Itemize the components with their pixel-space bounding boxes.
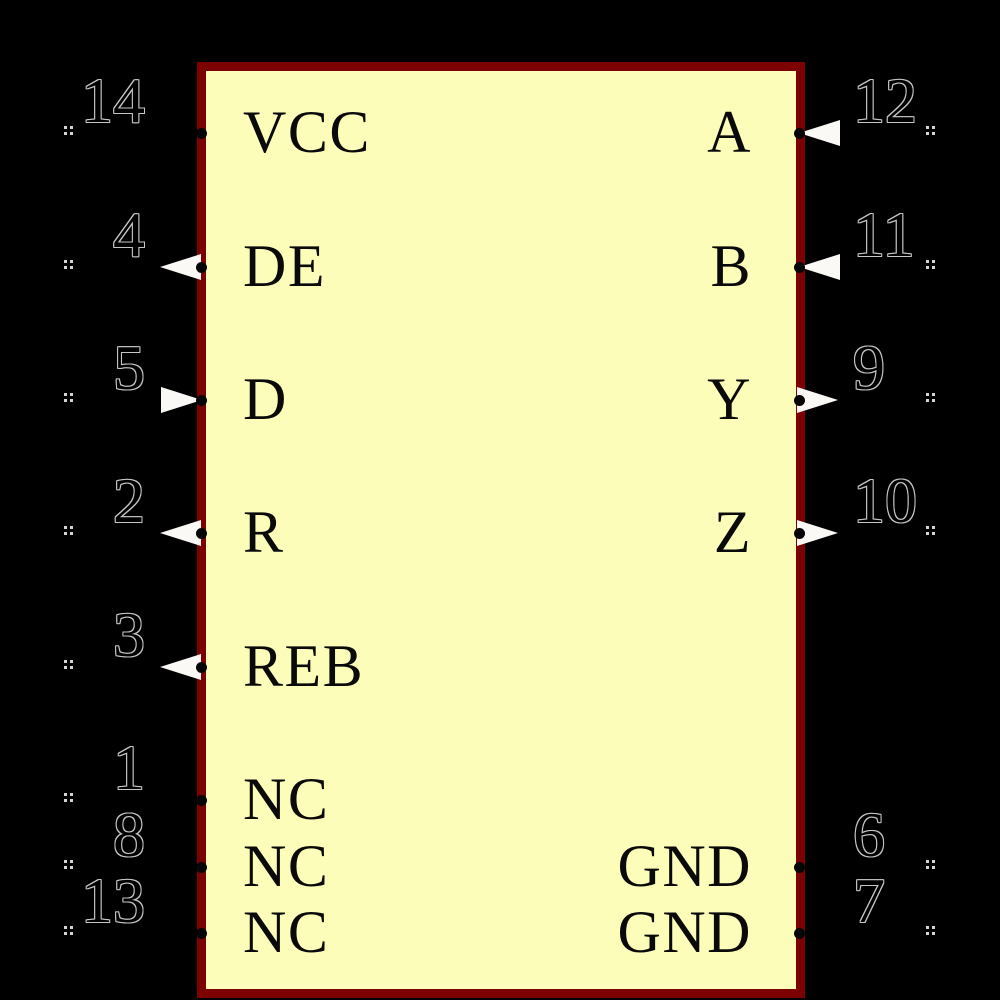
pin-number: 8	[113, 799, 145, 870]
pin-endpoint-marker	[64, 126, 67, 129]
pin-connection-dot	[794, 528, 805, 539]
pin-arrow-icon	[161, 387, 202, 413]
pin-endpoint-marker	[926, 526, 929, 529]
pin-wire[interactable]	[805, 399, 930, 402]
pin-arrow-icon	[160, 254, 201, 280]
pin-arrow-icon	[160, 654, 201, 680]
pin-arrow-icon	[799, 254, 840, 280]
pin-connection-dot	[196, 395, 207, 406]
pin-wire[interactable]	[805, 132, 930, 135]
pin-label: R	[243, 499, 285, 565]
pin-endpoint-marker	[926, 126, 929, 129]
pin-wire[interactable]	[70, 266, 197, 269]
pin-endpoint-marker	[64, 660, 67, 663]
pin-endpoint-marker	[926, 393, 929, 396]
pin-endpoint-marker	[64, 860, 67, 863]
pin-connection-dot	[794, 128, 805, 139]
pin-wire[interactable]	[70, 866, 197, 869]
pin-wire[interactable]	[805, 866, 930, 869]
pin-endpoint-marker	[64, 393, 67, 396]
pin-connection-dot	[196, 528, 207, 539]
pin-connection-dot	[794, 262, 805, 273]
pin-label: Y	[707, 366, 752, 432]
pin-connection-dot	[196, 262, 207, 273]
pin-label: D	[243, 366, 288, 432]
pin-wire[interactable]	[805, 932, 930, 935]
pin-label: DE	[243, 233, 326, 299]
pin-number: 13	[81, 865, 145, 936]
pin-arrow-icon	[160, 520, 201, 546]
pin-wire[interactable]	[70, 932, 197, 935]
pin-number: 14	[81, 65, 145, 136]
pin-wire[interactable]	[70, 399, 197, 402]
pin-label: GND	[617, 833, 752, 899]
pin-endpoint-marker	[64, 526, 67, 529]
pin-number: 12	[853, 65, 917, 136]
pin-number: 2	[113, 465, 145, 536]
pin-connection-dot	[196, 862, 207, 873]
pin-label: VCC	[243, 99, 371, 165]
pin-number: 4	[113, 199, 145, 270]
pin-connection-dot	[196, 662, 207, 673]
pin-number: 1	[113, 732, 145, 803]
pin-connection-dot	[794, 862, 805, 873]
pin-label: NC	[243, 833, 330, 899]
pin-wire[interactable]	[805, 532, 930, 535]
pin-connection-dot	[196, 795, 207, 806]
pin-endpoint-marker	[926, 260, 929, 263]
pin-number: 3	[113, 599, 145, 670]
pin-label: REB	[243, 633, 365, 699]
pin-number: 11	[853, 199, 915, 270]
pin-endpoint-marker	[926, 926, 929, 929]
pin-number: 9	[853, 332, 885, 403]
pin-label: NC	[243, 766, 330, 832]
pin-wire[interactable]	[70, 666, 197, 669]
pin-endpoint-marker	[64, 926, 67, 929]
pin-arrow-icon	[799, 120, 840, 146]
pin-connection-dot	[794, 395, 805, 406]
pin-connection-dot	[196, 928, 207, 939]
pin-label: B	[710, 233, 752, 299]
pin-label: GND	[617, 899, 752, 965]
pin-number: 5	[113, 332, 145, 403]
pin-wire[interactable]	[805, 266, 930, 269]
pin-label: NC	[243, 899, 330, 965]
pin-endpoint-marker	[926, 860, 929, 863]
pin-label: A	[707, 99, 752, 165]
pin-number: 7	[853, 865, 885, 936]
pin-connection-dot	[794, 928, 805, 939]
pin-connection-dot	[196, 128, 207, 139]
pin-endpoint-marker	[64, 260, 67, 263]
pin-number: 6	[853, 799, 885, 870]
pin-label: Z	[713, 499, 752, 565]
pin-wire[interactable]	[70, 532, 197, 535]
pin-number: 10	[853, 465, 917, 536]
pin-wire[interactable]	[70, 799, 197, 802]
pin-endpoint-marker	[64, 793, 67, 796]
pin-wire[interactable]	[70, 132, 197, 135]
